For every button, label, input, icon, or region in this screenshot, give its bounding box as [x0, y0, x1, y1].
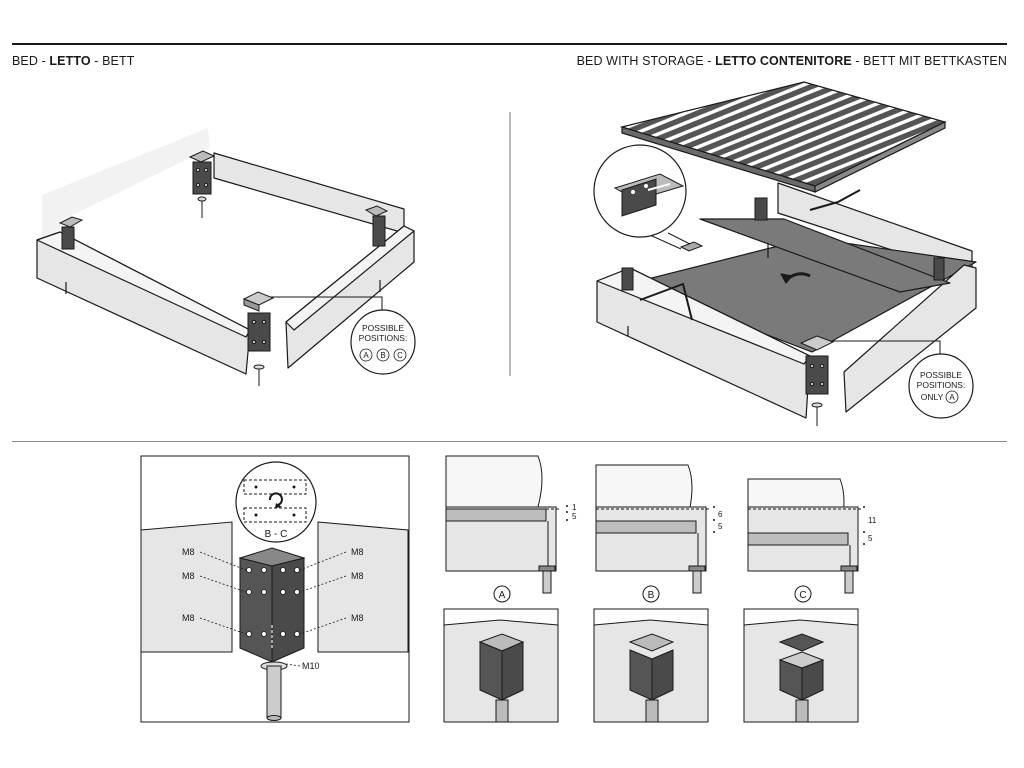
position-B-dim-2: 5	[718, 522, 723, 531]
bracket-detail	[140, 521, 409, 721]
position-B-dim-1: 6	[718, 510, 723, 519]
m8-label-left-1: M8	[182, 547, 195, 557]
section-C	[747, 478, 862, 594]
rotate-label: B - C	[265, 529, 288, 540]
callout-left-line2: POSITIONS:	[359, 333, 408, 343]
callout-right-line3: ONLY	[921, 392, 944, 402]
middle-rule	[12, 441, 1007, 442]
bolt-leaders	[199, 551, 347, 667]
slatted-base	[619, 81, 947, 193]
position-A-letter: A	[499, 590, 506, 601]
m8-label-left-2: M8	[182, 571, 195, 581]
position-letters-circles	[493, 585, 812, 603]
callout-left-line1: POSSIBLE	[362, 323, 404, 333]
callout-right-line2: POSITIONS:	[917, 380, 966, 390]
section-A	[445, 455, 560, 594]
bracket-view-B	[593, 608, 709, 723]
m8-label-right-2: M8	[351, 571, 364, 581]
rotation-callout	[235, 461, 317, 543]
bracket-view-A	[443, 608, 559, 723]
bed-frame-illustration	[36, 128, 415, 375]
position-A-dim-2: 5	[572, 512, 577, 521]
m8-label-right-1: M8	[351, 547, 364, 557]
magnifier-callout	[593, 144, 691, 250]
positions-callout-left	[271, 296, 416, 375]
callout-left-c: C	[397, 351, 403, 360]
callout-right-line1: POSSIBLE	[920, 370, 962, 380]
corner-bracket-back-right	[364, 205, 389, 247]
header-left: BED - LETTO - BETT	[12, 54, 135, 68]
dimension-dots	[566, 505, 865, 545]
position-C-dim-2: 5	[868, 534, 873, 543]
callout-right-a: A	[949, 393, 955, 402]
positions-callout-right	[831, 340, 974, 419]
position-C-letter: C	[799, 590, 806, 601]
position-C-dim-1: 11	[868, 516, 877, 525]
callout-left-b: B	[380, 351, 385, 360]
corner-bracket-front	[242, 291, 275, 386]
section-B	[595, 464, 710, 594]
bracket-view-C	[743, 608, 859, 723]
m10-label: M10	[302, 661, 320, 671]
m8-label-right-3: M8	[351, 613, 364, 623]
storage-bed-illustration	[596, 182, 977, 419]
storage-corner-brackets	[621, 197, 945, 426]
callout-left-a: A	[363, 351, 369, 360]
position-B-letter: B	[648, 590, 655, 601]
corner-bracket-back-left	[58, 216, 84, 250]
position-A-dim-1: 1	[572, 503, 577, 512]
corner-bracket-back-center	[188, 150, 216, 218]
m8-label-left-3: M8	[182, 613, 195, 623]
bolt-holes	[246, 567, 300, 637]
header-right: BED WITH STORAGE - LETTO CONTENITORE - B…	[576, 54, 1007, 68]
top-rule	[12, 43, 1007, 45]
